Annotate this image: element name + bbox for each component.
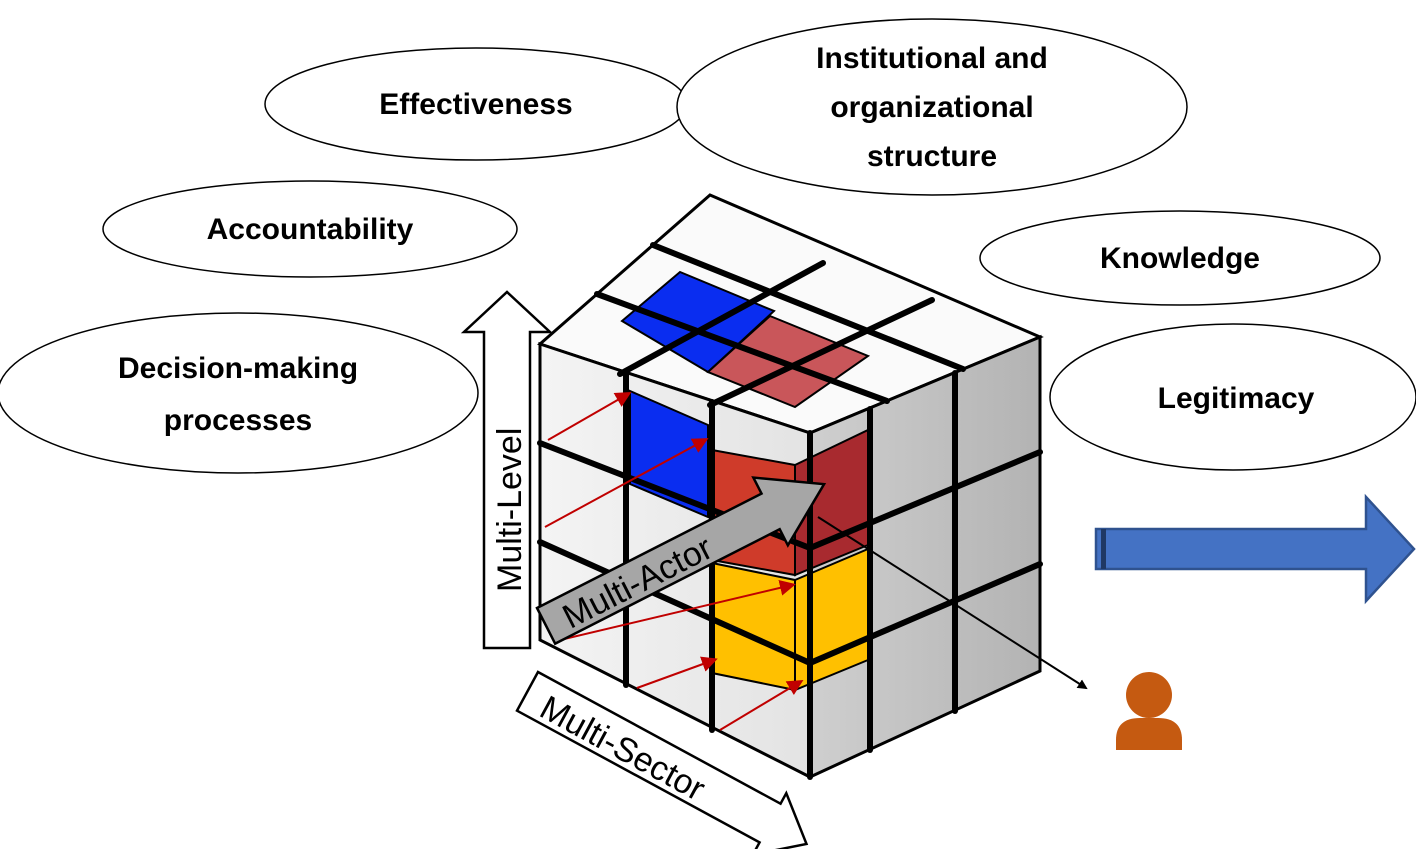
multi-level-label: Multi-Level (491, 428, 529, 592)
accountability-label: Accountability (207, 213, 414, 246)
concept-knowledge: Knowledge (979, 210, 1381, 306)
concept-institutional-structure: Institutional and organizational structu… (676, 18, 1188, 196)
legitimacy-label: Legitimacy (1158, 382, 1315, 415)
rubiks-cube (537, 193, 1044, 780)
concept-legitimacy: Legitimacy (1049, 323, 1416, 471)
institutional-label-line1: Institutional and (816, 42, 1048, 75)
blue-cell-top (620, 270, 776, 374)
concept-decision-making: Decision-making processes (0, 312, 479, 474)
pointer-line (817, 516, 1088, 690)
output-flow-arrow (1094, 493, 1416, 605)
decision-making-label-line1: Decision-making (118, 352, 358, 385)
concept-effectiveness: Effectiveness (264, 47, 688, 161)
institutional-label-line3: structure (867, 140, 997, 173)
person-icon (1116, 672, 1182, 750)
knowledge-label: Knowledge (1100, 242, 1260, 275)
institutional-label-line2: organizational (830, 91, 1033, 124)
cube-grid-lines (537, 242, 1043, 780)
decision-making-label-line2: processes (164, 404, 312, 437)
effectiveness-label: Effectiveness (379, 88, 572, 121)
multi-level-arrow: Multi-Level (460, 290, 554, 650)
concept-accountability: Accountability (102, 180, 518, 278)
